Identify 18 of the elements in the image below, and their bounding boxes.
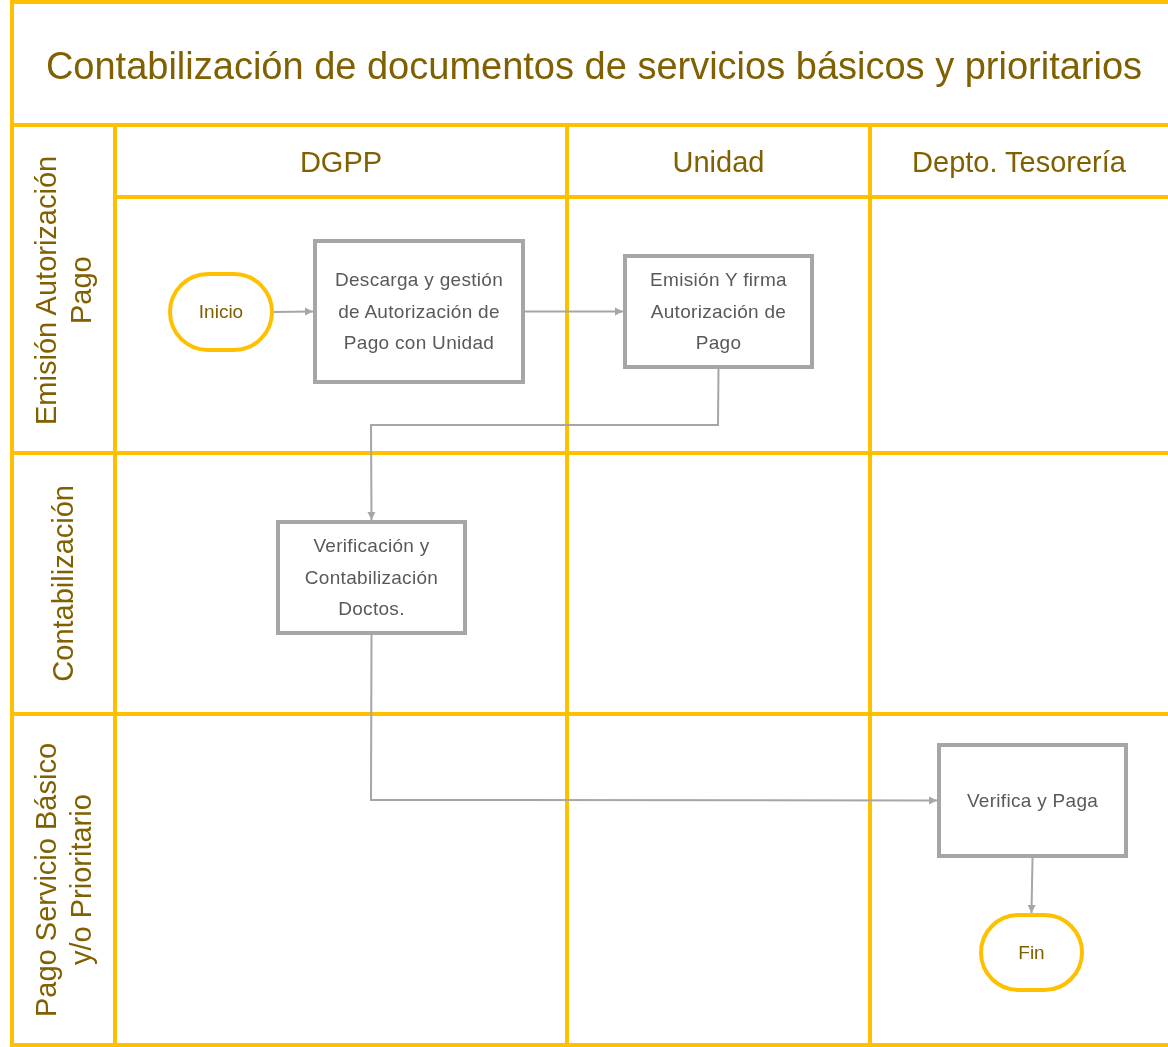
terminator-shape: Inicio xyxy=(168,272,274,352)
lane-header: Unidad xyxy=(567,127,870,197)
process-box: Verifica y Paga xyxy=(937,743,1128,858)
lane-header: Depto. Tesorería xyxy=(870,127,1168,197)
lane-header: Pago Servicio Básico y/o Prioritario xyxy=(12,714,115,1045)
title: Contabilización de documentos de servicios básicos y prioritarios xyxy=(44,44,1144,90)
process-box: Emisión Y firma Autorización de Pago xyxy=(623,254,814,369)
arrow xyxy=(370,634,938,805)
lane-header: Emisión Autorización Pago xyxy=(12,127,115,453)
arrow xyxy=(367,368,720,521)
lane-header: Contabilización xyxy=(12,453,115,714)
arrow xyxy=(1027,857,1036,914)
arrow xyxy=(524,307,624,316)
terminator-shape: Fin xyxy=(979,913,1084,992)
lane-header: DGPP xyxy=(115,127,567,197)
process-box: Verificación y Contabilización Doctos. xyxy=(276,520,467,635)
arrow xyxy=(273,307,314,316)
process-box: Descarga y gestión de Autorización de Pago con Unidad xyxy=(313,239,525,384)
